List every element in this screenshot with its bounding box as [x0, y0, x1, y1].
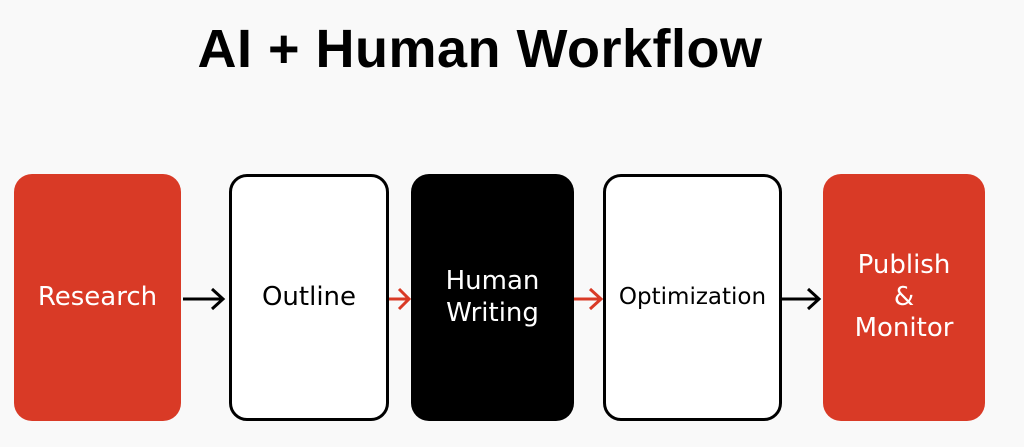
- step-outline: Outline: [229, 174, 389, 421]
- diagram-title: AI + Human Workflow: [197, 19, 763, 79]
- step-research: Research: [14, 174, 181, 421]
- step-human-writing: Human Writing: [411, 174, 574, 421]
- step-publish-monitor: Publish & Monitor: [823, 174, 985, 421]
- arrow-right-icon: [574, 287, 604, 311]
- step-label: Publish & Monitor: [854, 249, 954, 344]
- arrow-right-icon: [183, 287, 226, 311]
- step-label: Outline: [261, 281, 357, 312]
- step-optimization: Optimization: [603, 174, 782, 421]
- arrow-right-icon: [782, 287, 822, 311]
- step-label: Human Writing: [445, 265, 540, 328]
- arrow-right-icon: [389, 287, 411, 311]
- step-label: Research: [37, 281, 158, 312]
- step-label: Optimization: [618, 284, 767, 311]
